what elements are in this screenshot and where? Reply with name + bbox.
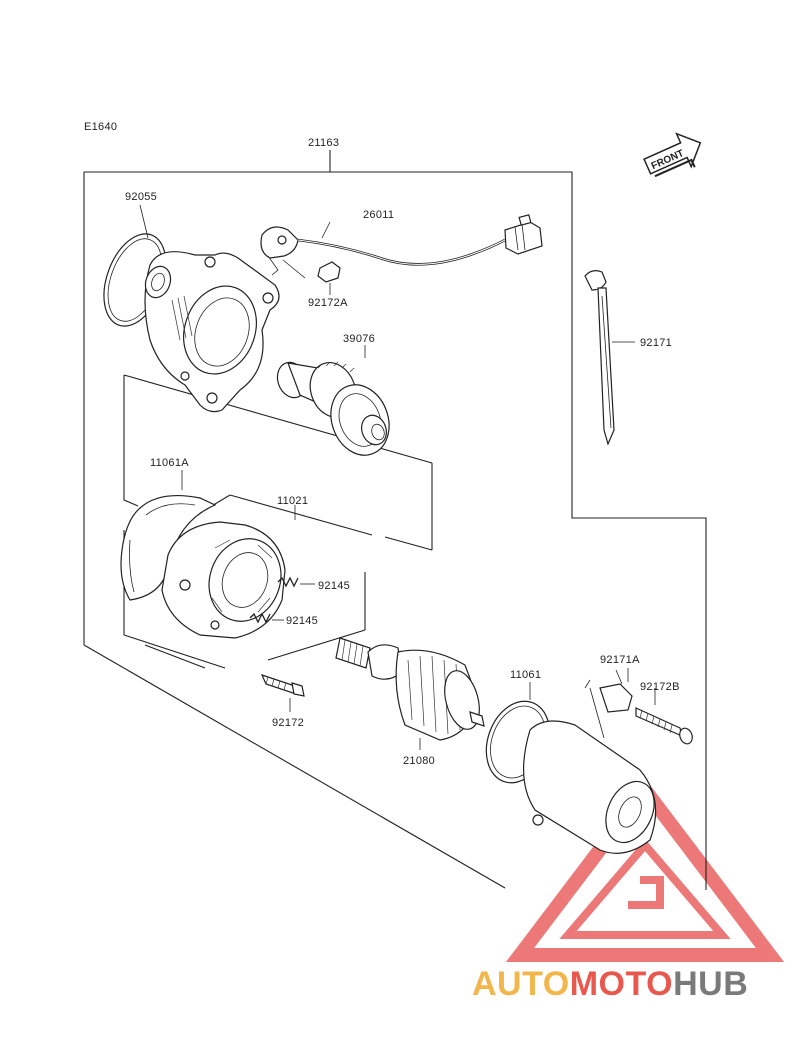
label-92171: 92171 [640, 337, 672, 349]
clamp-band-92171 [584, 270, 635, 446]
label-92055: 92055 [125, 191, 157, 203]
label-92145-b: 92145 [286, 615, 318, 627]
clip-92171A [584, 668, 633, 739]
front-cover-bracket [144, 251, 280, 413]
assembly-outline [83, 150, 707, 890]
brush-holder-11021 [161, 505, 296, 639]
bolt-92172 [260, 674, 305, 712]
label-21163: 21163 [308, 137, 339, 149]
brush-holder-box [144, 494, 373, 669]
label-92172B: 92172B [640, 681, 680, 693]
motor-yoke [523, 720, 657, 854]
gasket-11061A [120, 470, 217, 601]
watermark-auto: AUTO [472, 965, 570, 1003]
spring-92145-a [277, 576, 315, 588]
label-11061A: 11061A [150, 457, 189, 469]
watermark-logo-icon [505, 778, 785, 962]
label-11021: 11021 [277, 495, 308, 507]
label-92172A: 92172A [308, 297, 348, 309]
screw-92172B [635, 688, 693, 745]
label-21080: 21080 [403, 755, 435, 767]
spring-92145-b [249, 612, 284, 624]
label-26011: 26011 [363, 209, 394, 221]
cable-26011 [260, 214, 543, 276]
bolt-92172A [282, 259, 341, 295]
watermark-text: AUTOMOTOHUB [472, 965, 748, 1003]
label-92145-a: 92145 [318, 580, 350, 592]
label-92171A: 92171A [600, 654, 640, 666]
label-11061: 11061 [510, 669, 541, 681]
starter-drive-39076 [276, 345, 390, 456]
watermark-hub: HUB [673, 965, 748, 1003]
label-92172: 92172 [272, 717, 304, 729]
svg-text:AUTOMOTOHUB: AUTOMOTOHUB [472, 965, 748, 1003]
front-arrow-icon: FRONT [643, 132, 702, 178]
label-39076: 39076 [343, 333, 375, 345]
diagram-code: E1640 [84, 121, 117, 133]
armature-21080 [335, 637, 485, 750]
watermark-moto: MOTO [570, 965, 673, 1003]
